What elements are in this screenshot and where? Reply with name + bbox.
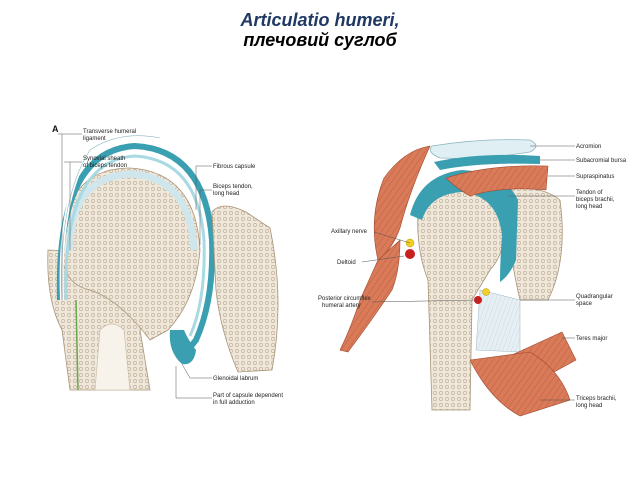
subacromial-bursa	[434, 154, 540, 170]
label-transverse-ligament: Transverse humeral	[83, 129, 136, 135]
label-triceps: Triceps brachii,	[576, 396, 617, 402]
label-deltoid: Deltoid	[337, 260, 356, 266]
artery-dot-upper	[405, 249, 415, 259]
label-subacromial-bursa: Subacromial bursa	[576, 158, 627, 164]
label-axillary-nerve: Axillary nerve	[331, 229, 368, 235]
acromion	[429, 139, 537, 159]
panel-b-leaders	[361, 145, 575, 401]
panel-b: Acromion Subacromial bursa Supraspinatus…	[318, 139, 627, 417]
title-ukrainian: плечовий суглоб	[243, 30, 397, 50]
label-synovial-sheath-2: of biceps tendon	[83, 163, 127, 169]
glenoid-labrum	[169, 330, 196, 365]
synovial-space	[64, 154, 206, 337]
label-tendon-biceps-3: long head	[576, 204, 602, 210]
joint-capsule	[56, 142, 216, 362]
nerve-dot-lower	[482, 288, 490, 296]
scapula-glenoid-a	[211, 205, 279, 373]
label-glenoid-labrum: Glenoidal labrum	[213, 376, 258, 382]
label-tendon-biceps-2: biceps brachii,	[576, 197, 615, 203]
label-quadrangular-space-2: space	[576, 301, 593, 307]
tendon-region	[475, 289, 521, 353]
biceps-tendon-a-outline	[61, 135, 161, 301]
label-transverse-ligament-2: ligament	[83, 136, 106, 142]
panel-a-leaders	[58, 133, 212, 399]
medullary-cavity	[94, 323, 131, 391]
label-supraspinatus: Supraspinatus	[576, 174, 614, 180]
label-capsule-dependent: Part of capsule dependent	[213, 393, 283, 399]
label-tendon-biceps: Tendon of	[576, 190, 603, 196]
label-triceps-2: long head	[576, 403, 602, 409]
slide-title: Articulatio humeri, плечовий суглоб	[0, 10, 640, 50]
deltoid-lower	[339, 239, 401, 353]
periosteum-line	[75, 299, 79, 391]
label-biceps-tendon: Biceps tendon,	[213, 184, 253, 190]
label-biceps-tendon-2: long head	[213, 191, 239, 197]
label-acromion: Acromion	[576, 144, 601, 150]
label-quadrangular-space: Quadrangular	[576, 294, 613, 300]
humeral-head	[61, 167, 201, 341]
label-circumflex-artery: Posterior circumflex	[318, 296, 371, 302]
title-latin: Articulatio humeri,	[240, 10, 400, 30]
label-capsule-dependent-2: in full adduction	[213, 400, 255, 406]
label-circumflex-artery-2: humeral artery	[322, 303, 361, 309]
label-synovial-sheath: Synovial sheath	[83, 156, 125, 162]
panel-a: A	[47, 124, 283, 406]
panel-a-letter: A	[52, 124, 59, 134]
capsule-b	[410, 170, 518, 282]
label-teres-major: Teres major	[576, 336, 607, 342]
label-fibrous-capsule: Fibrous capsule	[213, 164, 256, 170]
supraspinatus	[445, 165, 549, 197]
